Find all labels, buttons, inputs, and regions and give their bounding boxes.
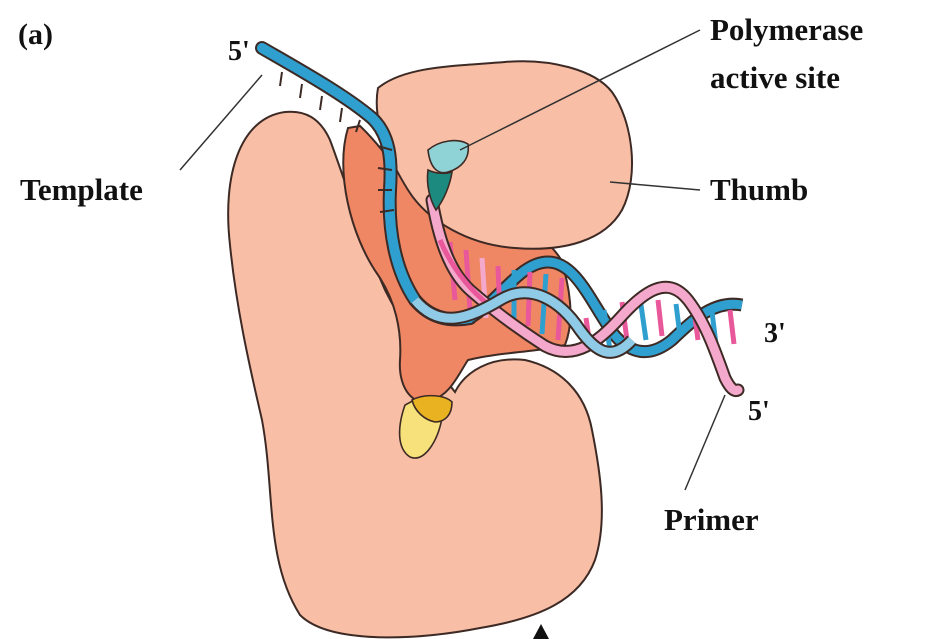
polymerase-label-line2: active site [710, 60, 840, 95]
arrow-up-icon [533, 624, 549, 639]
template-label: Template [20, 172, 143, 207]
polymerase-label-line1: Polymerase [710, 12, 863, 47]
primer-leader [685, 395, 725, 490]
five-prime-top-label: 5' [228, 36, 250, 67]
three-prime-label: 3' [764, 318, 786, 349]
primer-label: Primer [664, 502, 759, 537]
thumb-label: Thumb [710, 172, 808, 207]
panel-label: (a) [18, 18, 53, 51]
five-prime-right-label: 5' [748, 396, 770, 427]
